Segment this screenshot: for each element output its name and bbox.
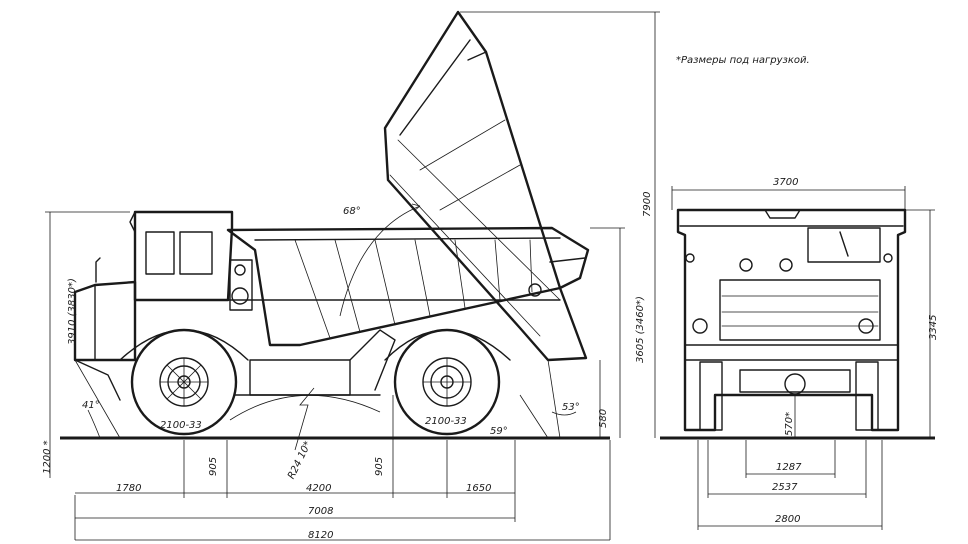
side-horizontal-dimensions: 1780 4200 1650 7008 8120 905 905 <box>74 395 611 541</box>
dim-570: 570* <box>784 412 795 436</box>
dim-3910: 3910 (3830*) <box>67 278 78 345</box>
dim-1287: 1287 <box>776 462 802 473</box>
dim-1200: 1200 * <box>42 440 53 474</box>
dim-3700: 3700 <box>773 177 798 188</box>
small-angle-label: 59° <box>490 426 508 437</box>
chassis-frame <box>74 299 561 401</box>
side-view: 2100-33 2100-33 68° 41° 53° 59° R24 10* <box>60 10 610 481</box>
dim-1650: 1650 <box>466 483 491 494</box>
front-view: 3700 3345 570* 1287 2537 2800 <box>660 177 939 530</box>
turning-radius-label: R24 10* <box>286 440 314 481</box>
dim-7900: 7900 <box>642 192 653 217</box>
front-tire-size: 2100-33 <box>160 420 202 431</box>
dim-3345: 3345 <box>928 315 939 340</box>
dim-4200: 4200 <box>306 483 331 494</box>
front-wheel <box>119 328 249 436</box>
rear-tire-size: 2100-33 <box>425 416 467 427</box>
dim-2800: 2800 <box>775 514 800 525</box>
dim-905-rear: 905 <box>374 457 385 476</box>
dim-1780: 1780 <box>116 483 141 494</box>
loaded-dimensions-note: *Размеры под нагрузкой. <box>676 55 810 66</box>
raised-dump-body <box>383 10 588 362</box>
dim-2537: 2537 <box>772 482 798 493</box>
dim-3605: 3605 (3460*) <box>635 296 646 363</box>
lowered-dump-body <box>226 226 590 347</box>
rear-wheel <box>384 328 511 436</box>
dim-580: 580 <box>598 409 609 428</box>
dim-8120: 8120 <box>308 530 333 541</box>
departure-angle-label: 53° <box>562 402 580 413</box>
cab-and-hood <box>73 210 253 362</box>
dim-905-front: 905 <box>208 457 219 476</box>
side-vertical-dimensions: 3910 (3830*) 1200 * 3605 (3460*) 580 790… <box>42 11 660 478</box>
dump-angle-label: 68° <box>343 206 361 217</box>
front-angle-label: 41° <box>82 400 100 411</box>
dim-7008: 7008 <box>308 506 333 517</box>
